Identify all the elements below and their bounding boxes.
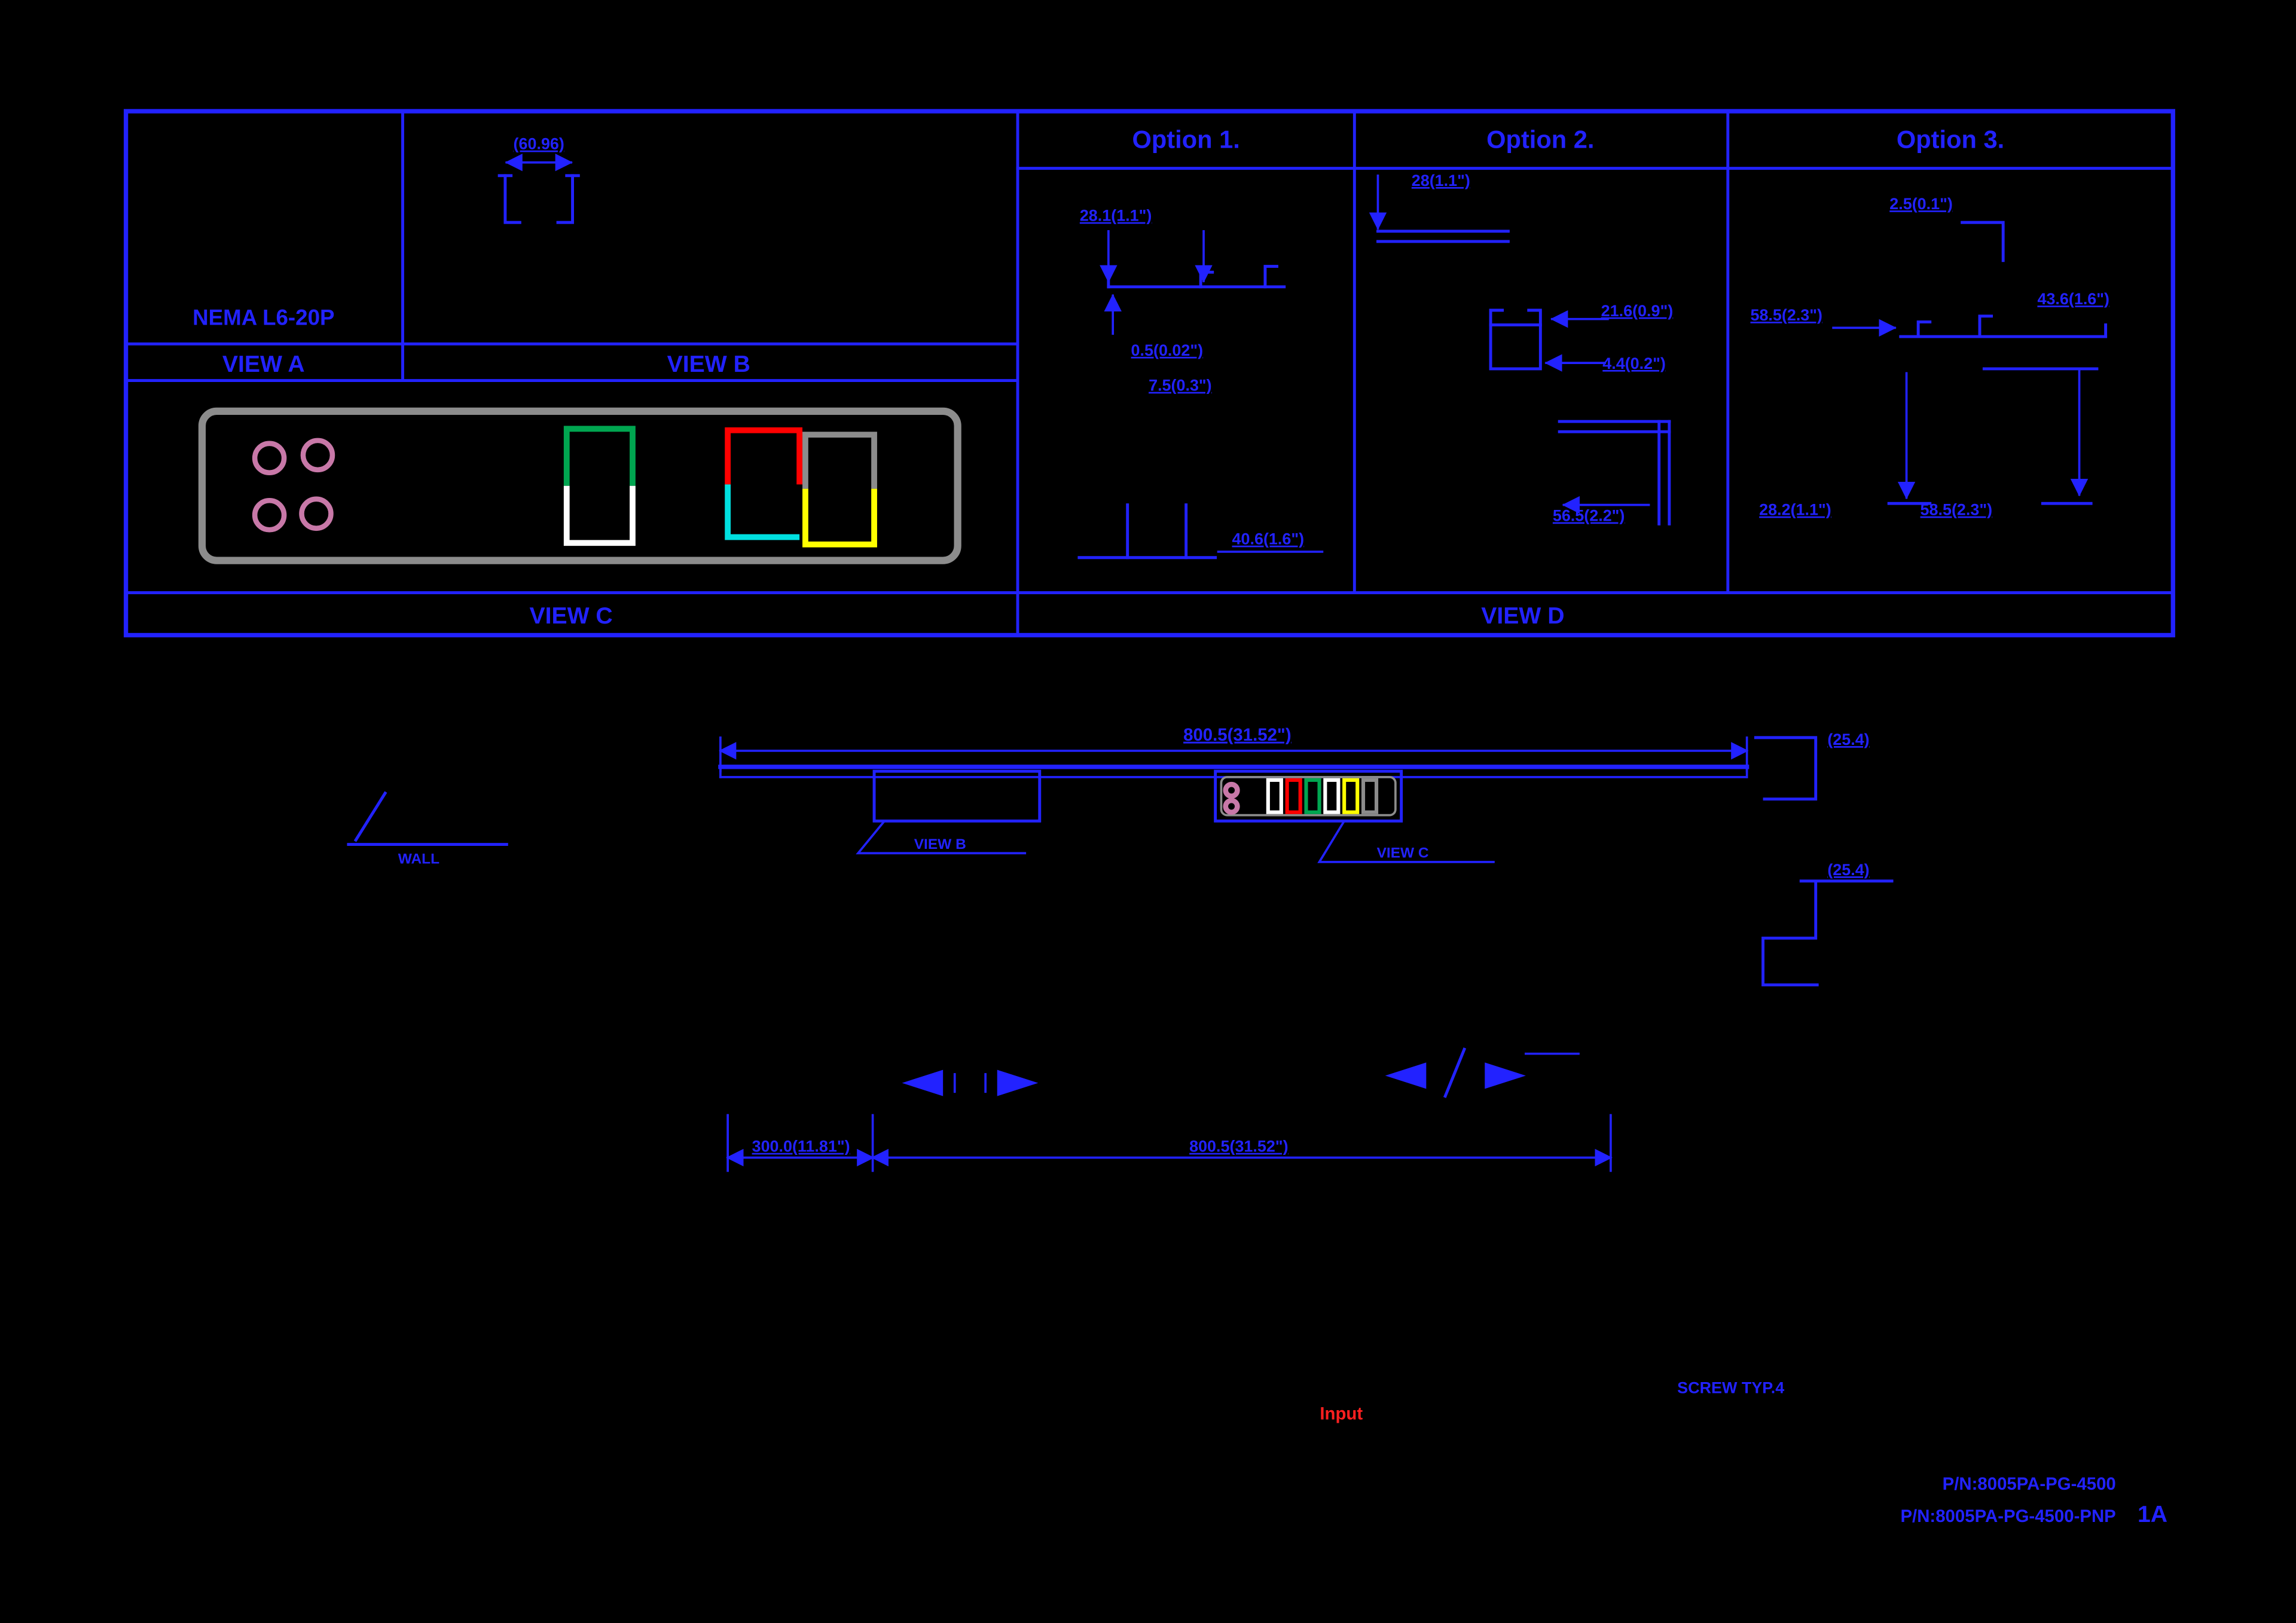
mini-connector: [1266, 778, 1283, 814]
power-socket-icon: [299, 496, 334, 531]
mini-connector: [1361, 778, 1379, 814]
dim-label: 21.6(0.9"): [1601, 302, 1674, 320]
mini-connector: [1342, 778, 1360, 814]
option2-drawing: 28(1.1") 21.6(0.9") 4.4(0.2") 56.5(2.2"): [1369, 172, 1674, 525]
panel-outline: [198, 407, 961, 564]
connector-red-cyan: [725, 427, 803, 485]
step-lower-dim: (25.4): [1827, 861, 1869, 879]
dim-label: 2.5(0.1"): [1889, 195, 1953, 213]
right-connector-box: [1214, 769, 1403, 823]
mini-socket-icon: [1223, 781, 1240, 799]
view-b-label: VIEW B: [667, 352, 750, 377]
dim-label: 58.5(2.3"): [1921, 501, 1993, 519]
dim-label: 28.1(1.1"): [1080, 207, 1152, 225]
view-a-label: VIEW A: [222, 352, 305, 377]
power-socket-icon: [300, 438, 335, 473]
annotations: SCREW TYP.4 Input P/N:8005PA-PG-4500 P/N…: [1320, 1379, 2167, 1527]
callout-left-label: VIEW B: [914, 836, 966, 852]
bottom-left-dim: 300.0(11.81"): [752, 1138, 850, 1156]
dim-label: 28(1.1"): [1412, 172, 1470, 189]
revision-label: 1A: [2138, 1502, 2167, 1527]
dim-label: 40.6(1.6"): [1232, 530, 1305, 548]
option1-header: Option 1.: [1132, 125, 1240, 153]
mini-connector: [1285, 778, 1302, 814]
dim-label: 4.4(0.2"): [1602, 354, 1666, 372]
upper-step-bracket: [1754, 736, 1818, 801]
elevation-drawing: 800.5(31.52") VIEW B VIEW C WALL (25.4) …: [347, 725, 1894, 987]
callout-leader-right: [1317, 819, 1495, 863]
wall-label: WALL: [398, 851, 439, 867]
part-number-line2: P/N:8005PA-PG-4500-PNP: [1900, 1506, 2115, 1526]
callout-leader-left: [856, 819, 1027, 855]
arrow-right-icon: [1485, 1062, 1526, 1089]
bottom-dimensions: 300.0(11.81") 800.5(31.52"): [726, 1114, 1613, 1172]
dim-label: 7.5(0.3"): [1149, 377, 1212, 395]
wall-section-line: [353, 791, 387, 842]
part-number-line1: P/N:8005PA-PG-4500: [1943, 1474, 2116, 1494]
option1-drawing: 28.1(1.1") 0.5(0.02") 7.5(0.3") 40.6(1.6…: [1077, 207, 1324, 560]
view-b-dim-label: (60.96): [514, 135, 564, 153]
view-b-bracket-drawing: (60.96): [497, 135, 580, 224]
view-c-panel-drawing: [198, 407, 961, 564]
dim-label: 56.5(2.2"): [1553, 507, 1625, 525]
option3-header: Option 3.: [1897, 125, 2004, 153]
callout-right-label: VIEW C: [1377, 845, 1429, 861]
dim-label: 0.5(0.02"): [1131, 341, 1204, 359]
screw-note: SCREW TYP.4: [1677, 1379, 1784, 1397]
nema-plug-label: NEMA L6-20P: [193, 305, 334, 329]
dim-label: 28.2(1.1"): [1759, 501, 1831, 519]
option3-drawing: 2.5(0.1") 58.5(2.3") 43.6(1.6") 28.2(1.1…: [1750, 195, 2109, 519]
connector-green-white: [563, 426, 636, 486]
connector-gray-yellow: [802, 432, 877, 489]
arrow-right-icon: [997, 1069, 1039, 1096]
lower-step-bracket: [1761, 879, 1894, 987]
option2-header: Option 2.: [1486, 125, 1594, 153]
power-socket-icon: [252, 497, 287, 533]
power-socket-icon: [252, 441, 287, 476]
dim-label: 43.6(1.6"): [2037, 290, 2109, 308]
step-upper-dim: (25.4): [1827, 730, 1869, 748]
mini-socket-icon: [1223, 797, 1240, 815]
spec-table-grid: [123, 109, 2175, 638]
bottom-right-dim: 800.5(31.52"): [1189, 1138, 1288, 1156]
view-d-label: VIEW D: [1481, 603, 1564, 629]
overall-width-dim: 800.5(31.52"): [1183, 725, 1292, 745]
direction-arrows: [902, 1047, 1580, 1098]
view-c-label: VIEW C: [529, 603, 612, 629]
left-mount-box: [872, 769, 1042, 823]
arrow-left-icon: [1385, 1062, 1427, 1089]
dim-label: 58.5(2.3"): [1750, 306, 1822, 324]
input-label: Input: [1320, 1404, 1363, 1424]
mini-connector: [1304, 778, 1321, 814]
arrow-left-icon: [902, 1069, 944, 1096]
mini-connector: [1323, 778, 1341, 814]
